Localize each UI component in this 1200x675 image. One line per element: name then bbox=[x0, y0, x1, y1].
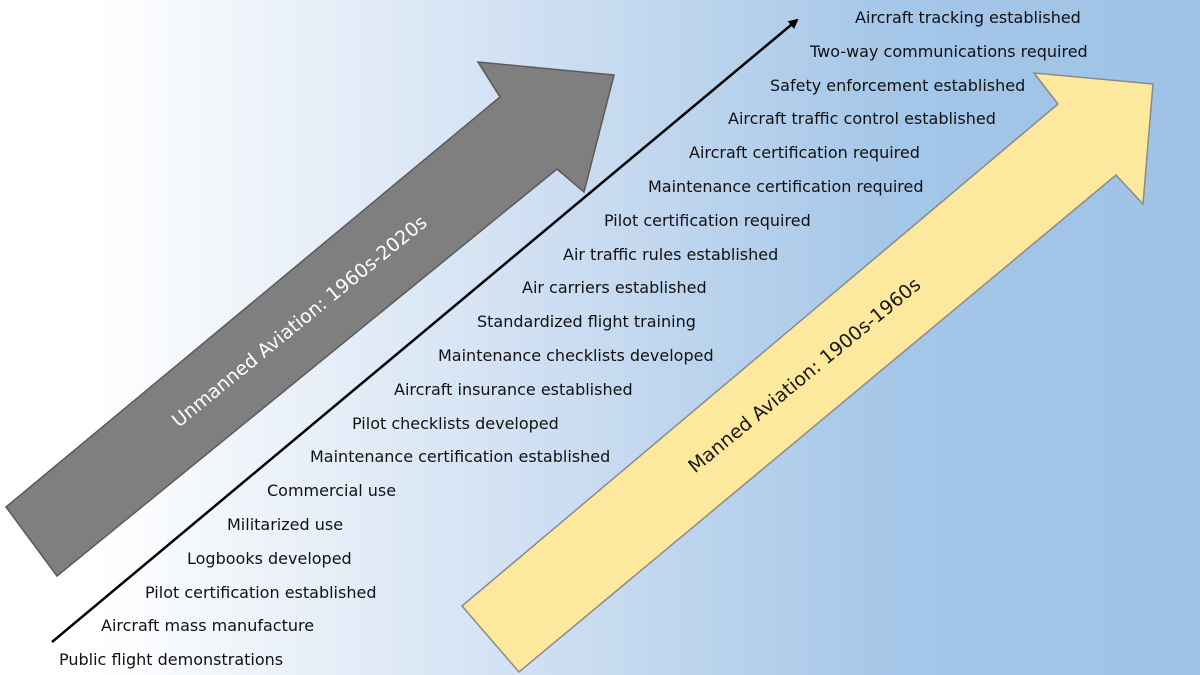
manned-aviation-arrow bbox=[460, 72, 1154, 674]
manned-aviation-label: Manned Aviation: 1900s-1960s bbox=[684, 274, 925, 478]
unmanned-aviation-label: Unmanned Aviation: 1960s-2020s bbox=[168, 211, 432, 432]
unmanned-aviation-arrow bbox=[4, 61, 615, 578]
timeline-arrow bbox=[51, 18, 799, 643]
